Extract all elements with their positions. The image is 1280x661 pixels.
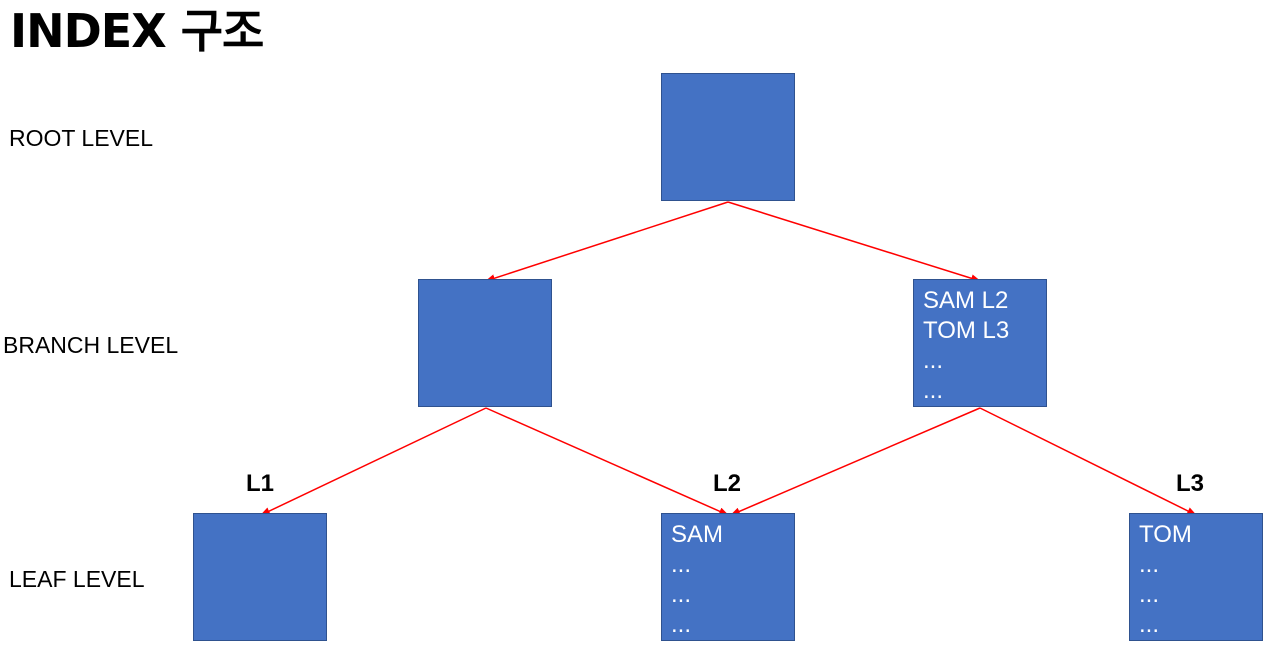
edge-branch-right-to-leaf-3: [979, 407, 1197, 516]
page-title: INDEX 구조: [10, 4, 264, 58]
edge-root-to-branch-left: [485, 201, 729, 283]
leaf-node-3-entries: TOM ... ... ...: [1130, 514, 1262, 640]
leaf-1-id: L1: [246, 470, 275, 497]
leaf-entry-tom: TOM: [1139, 521, 1192, 548]
branch-entry-ellipsis: ...: [923, 377, 944, 404]
leaf-entry-ellipsis: ...: [1139, 611, 1160, 638]
root-node: [661, 73, 795, 201]
branch-node-right: SAM L2 TOM L3 ... ...: [913, 279, 1047, 407]
edge-root-to-branch-right: [727, 201, 981, 283]
branch-node-left: [418, 279, 552, 407]
leaf-entry-ellipsis: ...: [671, 551, 692, 578]
leaf-3-id: L3: [1176, 470, 1205, 497]
leaf-node-2: SAM ... ... ...: [661, 513, 795, 641]
leaf-entry-ellipsis: ...: [671, 581, 692, 608]
leaf-node-3: TOM ... ... ...: [1129, 513, 1263, 641]
leaf-entry-ellipsis: ...: [1139, 551, 1160, 578]
branch-node-right-entries: SAM L2 TOM L3 ... ...: [914, 280, 1046, 406]
edge-branch-right-to-leaf-2: [730, 407, 981, 516]
leaf-node-1: [193, 513, 327, 641]
branch-entry-sam: SAM L2: [923, 287, 1009, 314]
leaf-level-label: LEAF LEVEL: [9, 566, 145, 592]
branch-entry-ellipsis: ...: [923, 347, 944, 374]
leaf-entry-ellipsis: ...: [671, 611, 692, 638]
root-level-label: ROOT LEVEL: [9, 125, 154, 151]
edge-branch-left-to-leaf-1: [260, 407, 487, 516]
branch-entry-tom: TOM L3: [923, 317, 1010, 344]
leaf-2-id: L2: [713, 470, 742, 497]
leaf-entry-ellipsis: ...: [1139, 581, 1160, 608]
branch-level-label: BRANCH LEVEL: [3, 332, 179, 358]
leaf-entry-sam: SAM: [671, 521, 724, 548]
edge-branch-left-to-leaf-2: [485, 407, 729, 516]
leaf-node-2-entries: SAM ... ... ...: [662, 514, 794, 640]
